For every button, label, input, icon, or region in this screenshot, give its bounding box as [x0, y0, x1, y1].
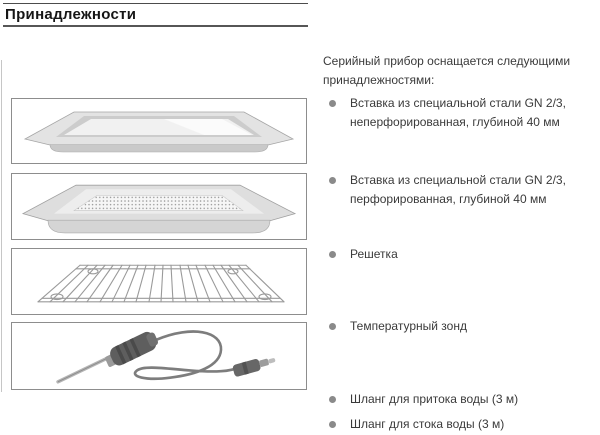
tray-unperforated-icon [23, 111, 295, 153]
bullet-icon [329, 251, 336, 258]
wire-rack-icon [37, 264, 285, 303]
intro-text: Серийный прибор оснащается следующими пр… [323, 54, 571, 87]
list-item-label: Вставка из специальной стали GN 2/3, пер… [350, 173, 566, 206]
header-rule-bottom [3, 25, 308, 27]
bullet-icon [329, 396, 336, 403]
header-rule-top [3, 3, 308, 4]
tray-perforated-icon [21, 184, 297, 234]
temperature-probe-icon [56, 330, 276, 384]
list-item-water-drain-hose: Шланг для стока воды (3 м) [323, 415, 600, 434]
list-item-label: Вставка из специальной стали GN 2/3, неп… [350, 96, 566, 129]
list-item-label: Шланг для притока воды (3 м) [350, 392, 519, 406]
list-item-water-inlet-hose: Шланг для притока воды (3 м) [323, 390, 600, 409]
bullet-icon [329, 421, 336, 428]
page-edge-line [1, 60, 2, 392]
list-item-tray-perforated: Вставка из специальной стали GN 2/3, пер… [323, 171, 600, 209]
figure-wire-rack [11, 248, 307, 315]
list-item-label: Решетка [350, 247, 398, 261]
list-item-temperature-probe: Температурный зонд [323, 317, 600, 336]
list-item-label: Температурный зонд [350, 319, 467, 333]
list-item-tray-unperforated: Вставка из специальной стали GN 2/3, неп… [323, 94, 600, 132]
list-item-wire-rack: Решетка [323, 245, 600, 264]
bullet-icon [329, 323, 336, 330]
bullet-icon [329, 177, 336, 184]
list-item-label: Шланг для стока воды (3 м) [350, 417, 505, 431]
page-title: Принадлежности [5, 6, 137, 23]
figure-tray-unperforated [11, 98, 307, 164]
figure-temperature-probe [11, 322, 307, 390]
bullet-icon [329, 100, 336, 107]
figure-tray-perforated [11, 173, 307, 240]
